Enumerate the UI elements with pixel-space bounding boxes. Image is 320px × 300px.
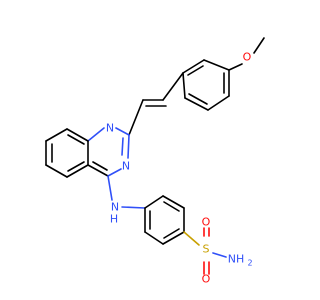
sulfur-label: S bbox=[203, 243, 210, 256]
bond-vinyl3 bbox=[128, 99, 144, 136]
nh2-label: NH bbox=[228, 253, 245, 266]
bond-ar2 bbox=[182, 59, 205, 74]
bond-sp4 bbox=[162, 231, 185, 245]
nitrogen-quinazoline-n1-label: N bbox=[106, 122, 114, 135]
bond-sp-inner1 bbox=[163, 201, 180, 212]
bond-ar-inner1 bbox=[187, 65, 204, 76]
bond-bz4 bbox=[45, 164, 68, 178]
bond-methyl-o bbox=[253, 37, 265, 54]
bond-o-ring bbox=[228, 63, 243, 71]
bond-n3-c4 bbox=[107, 168, 122, 177]
bond-c4-nh bbox=[107, 175, 113, 201]
nitrogen-quinazoline-n3-label: N bbox=[122, 160, 130, 173]
bond-ar1 bbox=[203, 59, 230, 71]
bonds bbox=[45, 37, 265, 275]
molecule-structure: O N N N H S O O NH 2 bbox=[45, 37, 265, 286]
bond-bz-inner1 bbox=[67, 134, 85, 145]
bond-ar-inner2 bbox=[188, 93, 208, 105]
bond-c4a-c4-double bbox=[92, 161, 108, 171]
bond-sp1 bbox=[144, 195, 164, 209]
bond-sp2 bbox=[162, 195, 185, 209]
bond-bz1 bbox=[66, 128, 89, 142]
bond-c2-n1 bbox=[115, 127, 130, 136]
atom-labels: O N N N H S O O NH 2 bbox=[106, 51, 253, 286]
oxygen-sulfonyl-bottom-label: O bbox=[202, 273, 211, 286]
bond-n1-c8a bbox=[87, 127, 105, 142]
bond-bz5 bbox=[66, 164, 89, 178]
nitrogen-amine-label: N bbox=[111, 201, 119, 214]
oxygen-methoxy-label: O bbox=[243, 51, 252, 64]
bond-ring-s bbox=[183, 231, 200, 246]
bond-ar5 bbox=[207, 95, 230, 111]
bond-c4a-c4 bbox=[87, 164, 109, 177]
bond-nh-ring bbox=[121, 206, 146, 209]
nh2-subscript-label: 2 bbox=[247, 259, 252, 268]
bond-sp-inner2 bbox=[163, 228, 180, 239]
bond-bz-inner3 bbox=[67, 161, 85, 172]
hydrogen-amine-label: H bbox=[110, 213, 118, 226]
bond-c2-n3 bbox=[127, 134, 130, 159]
bond-ar3 bbox=[182, 72, 186, 99]
bond-vinyl1 bbox=[162, 72, 184, 101]
bond-ar4 bbox=[184, 97, 209, 111]
bond-sp5 bbox=[144, 231, 164, 245]
oxygen-sulfonyl-top-label: O bbox=[202, 216, 211, 229]
bond-c2-n3-double bbox=[121, 137, 124, 156]
bond-s-n bbox=[212, 252, 227, 258]
bond-bz2 bbox=[45, 128, 68, 142]
